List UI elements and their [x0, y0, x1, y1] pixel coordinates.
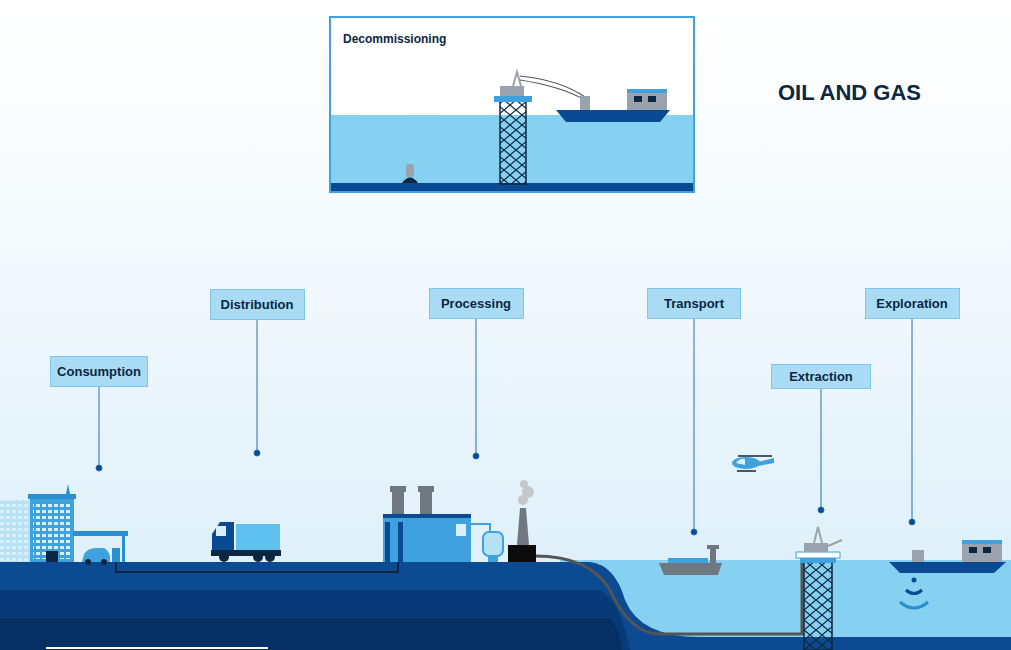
- inset-panel: Decommissioning: [329, 16, 695, 193]
- panel-heading: Decommissioning: [343, 32, 446, 46]
- stage-name: Processing: [441, 296, 511, 311]
- stage-label: Consumption: [50, 356, 148, 387]
- stage-name: Exploration: [876, 296, 948, 311]
- diagram-title: OIL AND GAS: [778, 80, 921, 106]
- stage-label: Processing: [429, 288, 524, 319]
- stage-name: Consumption: [57, 364, 141, 379]
- stage-label: Distribution: [210, 289, 305, 320]
- stage-name: Extraction: [789, 369, 853, 384]
- stage-label: Exploration: [865, 288, 960, 319]
- stage-label: Extraction: [771, 364, 871, 389]
- stage-label: Transport: [647, 288, 741, 319]
- stage-name: Transport: [664, 296, 724, 311]
- stage-name: Distribution: [221, 297, 294, 312]
